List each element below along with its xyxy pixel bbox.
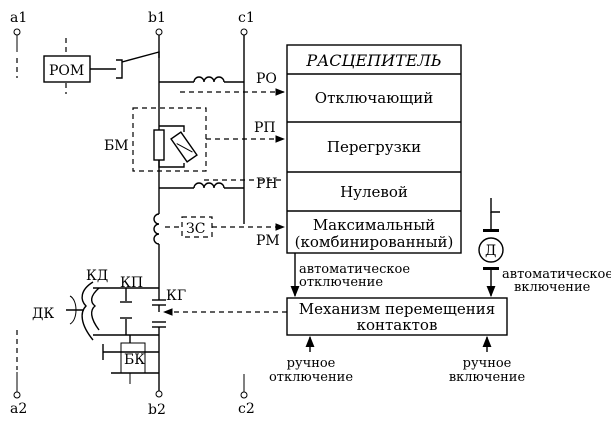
rm-coil: ЗС РМ [153,213,285,249]
releaser-box: РАСЦЕПИТЕЛЬ Отключающий Перегрузки Нулев… [286,44,462,254]
manual-off-text-2: отключение [269,370,353,385]
bm-block: БМ РП [104,107,285,172]
terminal-a2: a2 [10,330,27,417]
terminal-a1-label: a1 [10,10,27,26]
releaser-max-line2: (комбинированный) [295,233,454,251]
dk-label: ДК [32,306,54,322]
terminal-a2-label: a2 [10,401,27,417]
manual-off: ручное отключение [269,335,353,385]
releaser-undervoltage: Нулевой [340,183,408,201]
terminal-c2: c2 [238,374,255,417]
terminal-c2-label: c2 [238,401,255,417]
kd-label: КД [86,268,108,284]
releaser-title: РАСЦЕПИТЕЛЬ [305,51,441,70]
mechanism-line1: Механизм перемещения [299,300,495,318]
pom-label: РОМ [49,63,84,79]
auto-off-text-2: отключение [299,275,383,290]
releaser-shunt: Отключающий [315,89,433,107]
terminal-c1: c1 [238,10,255,224]
rm-label: РМ [256,233,280,249]
manual-off-text-1: ручное [287,356,336,371]
kg-label: КГ [166,288,186,304]
auto-on-text-1: автоматическое [502,267,611,282]
terminal-b2-label: b2 [148,402,166,418]
mechanism-line2: контактов [357,316,438,334]
mechanism-box: Механизм перемещения контактов [163,297,508,336]
rn-coil: РН [159,176,278,192]
rp-label: РП [254,120,276,136]
manual-on-text-2: включение [449,370,526,385]
terminal-a1: a1 [10,10,27,78]
manual-on: ручное включение [449,335,526,385]
releaser-overload: Перегрузки [327,138,421,156]
bk-label: БК [124,352,145,368]
auto-off-text-1: автоматическое [299,262,410,277]
manual-on-text-1: ручное [463,356,512,371]
ro-coil: РО [159,71,285,96]
zs-label: ЗС [186,221,205,237]
motor-label: Д [485,243,496,259]
pom-relay: РОМ [43,38,160,94]
terminal-b2: b2 [148,390,166,418]
rn-label: РН [256,176,278,192]
ro-label: РО [256,71,277,87]
motor: Д автоматическое включение [478,198,611,298]
releaser-max-line1: Максимальный [313,216,435,234]
bm-label: БМ [104,138,129,154]
contact-system: КД КП КГ ДК БК [32,268,186,384]
terminal-b1: b1 [148,10,166,36]
kp-label: КП [120,275,143,291]
auto-on-text-2: включение [514,280,591,295]
terminal-b1-label: b1 [148,10,166,26]
terminal-c1-label: c1 [238,10,255,26]
auto-off-link: автоматическое отключение [290,253,410,298]
